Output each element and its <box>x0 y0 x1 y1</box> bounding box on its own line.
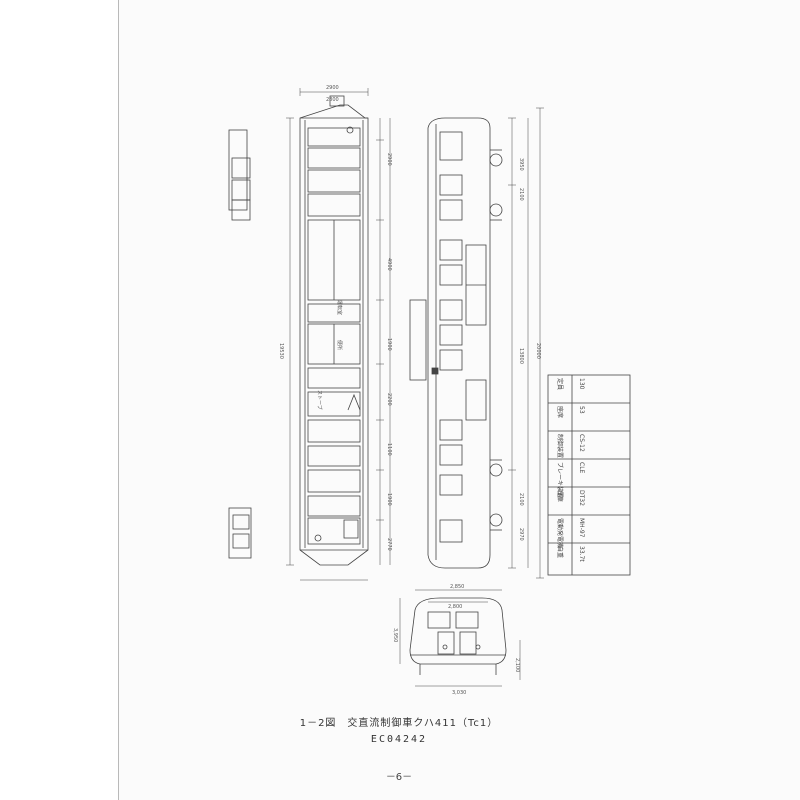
plan-seg-6: 1900 <box>386 493 392 506</box>
plan-seg-7: 2770 <box>386 538 392 551</box>
scan-edge <box>118 0 119 800</box>
spec-label-5: 電動発電機 <box>556 518 564 548</box>
spec-value-6: 33.7t <box>578 546 585 562</box>
front-base-dim: 3,030 <box>452 690 466 696</box>
document-page <box>119 0 800 800</box>
side-seg-2: 2100 <box>518 188 524 201</box>
spec-label-1: 座席 <box>556 406 564 418</box>
plan-seg-4: 2200 <box>386 393 392 406</box>
spec-label-3: ブレーキ装置 <box>556 462 564 498</box>
front-inner-dim: 2,800 <box>448 604 462 610</box>
front-elevation <box>409 597 507 675</box>
spec-label-4: 台車 <box>556 490 564 502</box>
page-number: －6－ <box>385 772 413 783</box>
top-inner-dim: 2800 <box>326 97 339 103</box>
plan-view <box>299 95 369 566</box>
spec-value-2: CS-12 <box>578 434 585 452</box>
overall-length-dim: 20000 <box>535 343 541 359</box>
side-elevation <box>409 117 491 569</box>
plan-seg-5: 1100 <box>386 443 392 456</box>
side-seg-1: 3950 <box>518 158 524 171</box>
drawing-number: EC04242 <box>370 734 428 745</box>
front-width-dim: 2,850 <box>450 584 464 590</box>
plan-seg-2: 4900 <box>386 258 392 271</box>
plan-seg-1: 2900 <box>386 153 392 166</box>
spec-value-3: CLE <box>578 462 585 474</box>
front-height-dim: 3,950 <box>392 628 398 642</box>
left-edge-fragments <box>228 129 252 559</box>
side-seg-3: 13800 <box>518 348 524 364</box>
spec-table-text: 定員 130 座席 53 制御装置 CS-12 ブレーキ装置 CLE 台車 DT… <box>556 378 585 562</box>
plan-label-1: 運転室 <box>336 300 343 315</box>
plan-length-dim: 19530 <box>278 343 284 359</box>
bogies <box>489 149 503 531</box>
plan-label-3: ストーブ <box>316 390 323 410</box>
spec-value-4: DT32 <box>578 490 585 506</box>
plan-seg-3: 1900 <box>386 338 392 351</box>
spec-label-6: 自重 <box>556 546 564 558</box>
plan-label-2: 便所 <box>336 340 343 350</box>
side-seg-4: 2100 <box>518 493 524 506</box>
front-dimension-lines <box>399 589 521 687</box>
front-bottom-dim: 2,100 <box>514 658 520 672</box>
spec-value-0: 130 <box>578 378 585 390</box>
spec-value-1: 53 <box>578 406 585 414</box>
side-dimension-lines <box>508 107 544 579</box>
spec-value-5: MH-97 <box>578 518 585 538</box>
spec-label-2: 制御装置 <box>556 434 564 458</box>
spec-table <box>547 374 631 576</box>
figure-caption: 1－2図 交直流制御車クハ411（Tc1） <box>299 718 499 729</box>
plan-dimension-lines <box>286 88 391 581</box>
side-seg-5: 2970 <box>518 528 524 541</box>
spec-label-0: 定員 <box>556 378 564 390</box>
top-width-dim: 2900 <box>326 85 339 91</box>
